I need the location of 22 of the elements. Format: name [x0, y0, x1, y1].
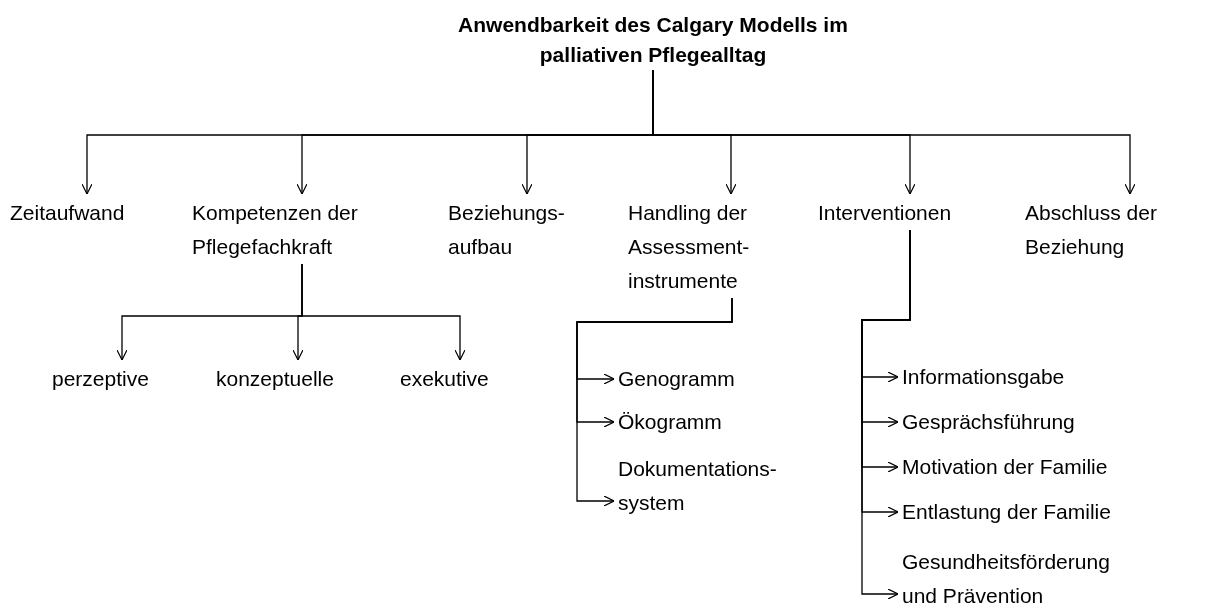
sub-item-label: Motivation der Familie	[902, 450, 1202, 484]
sub-item-label: perzeptive	[52, 362, 192, 396]
connector-arrow	[861, 229, 911, 600]
sub-item-label: Entlastung der Familie	[902, 495, 1202, 529]
connector-arrow	[576, 297, 733, 507]
category-label: Handling der Assessment- instrumente	[628, 196, 808, 298]
connector-arrow	[652, 69, 1136, 195]
category-label: Beziehungs- aufbau	[448, 196, 588, 264]
sub-item-label: exekutive	[400, 362, 530, 396]
sub-item-label: Genogramm	[618, 362, 818, 396]
category-label: Interventionen	[818, 196, 1008, 230]
title-text: Anwendbarkeit des Calgary Modells im palliativen Pflegealltag	[418, 10, 888, 70]
sub-item-label: Gesprächsführung	[902, 405, 1202, 439]
sub-item-label: Dokumentations- system	[618, 452, 818, 520]
connector-arrow	[301, 263, 466, 361]
sub-item-label: Ökogramm	[618, 405, 818, 439]
category-label: Abschluss der Beziehung	[1025, 196, 1210, 264]
category-label: Kompetenzen der Pflegefachkraft	[192, 196, 402, 264]
sub-item-label: Informationsgabe	[902, 360, 1202, 394]
sub-item-label: konzeptuelle	[216, 362, 376, 396]
sub-item-label: Gesundheitsförderung und Prävention	[902, 545, 1142, 613]
category-label: Zeitaufwand	[10, 196, 160, 230]
